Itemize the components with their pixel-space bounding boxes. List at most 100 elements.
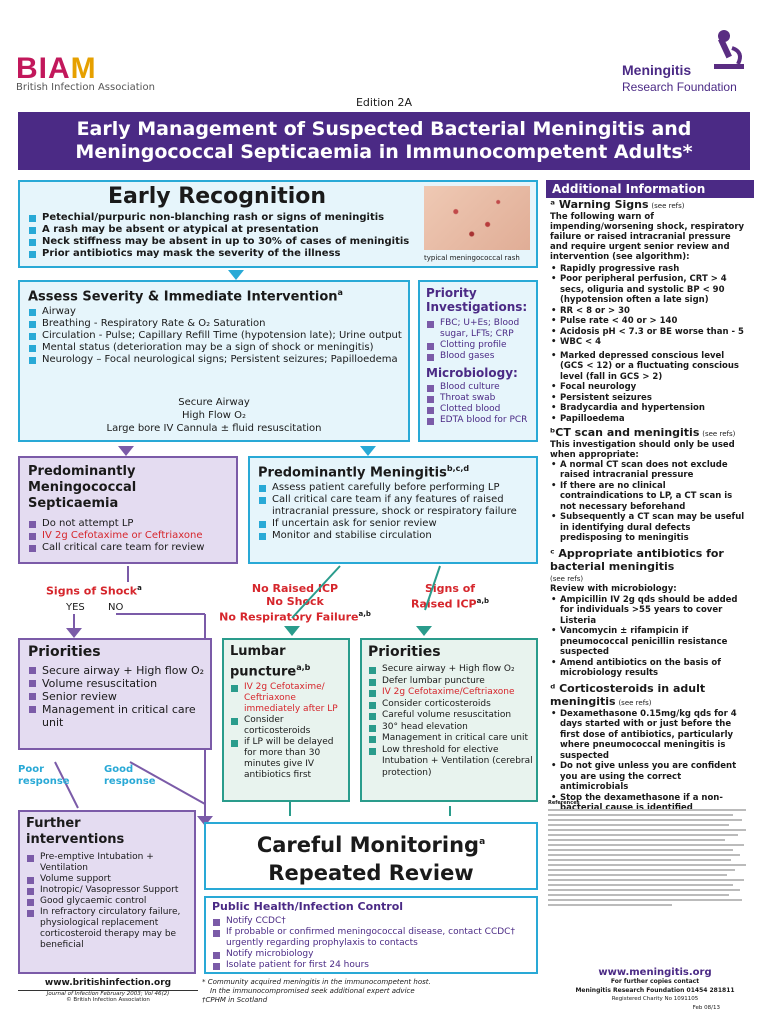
list-item: Neck stiffness may be absent in up to 30… bbox=[28, 236, 418, 248]
list-item: Throat swab bbox=[426, 393, 536, 404]
ct-scan-intro: This investigation should only be used w… bbox=[550, 439, 735, 460]
public-health-box: Public Health/Infection Control Notify C… bbox=[204, 896, 538, 974]
microbiology-heading: Microbiology: bbox=[426, 366, 518, 380]
mrf-subtitle: Research Foundation bbox=[622, 80, 737, 94]
contact-line-1: For further copies contact bbox=[610, 978, 700, 985]
biam-m-icon: M bbox=[70, 52, 96, 85]
list-item: Volume support bbox=[26, 874, 194, 885]
good-response-label: Good response bbox=[104, 764, 156, 787]
priority-investigations-box: Priority Investigations: FBC; U+Es; Bloo… bbox=[418, 280, 538, 442]
list-item: WBC < 4 bbox=[550, 337, 750, 348]
photo-caption: typical meningococcal rash bbox=[424, 254, 520, 262]
priorities-right-box: Priorities Secure airway + High flow O₂ … bbox=[360, 638, 538, 802]
list-item: Breathing - Respiratory Rate & O₂ Satura… bbox=[28, 318, 404, 330]
references: References bbox=[548, 800, 754, 964]
list-item: Blood gases bbox=[426, 351, 536, 362]
meningitis-list: Assess patient carefully before performi… bbox=[258, 482, 533, 542]
arrow-icon bbox=[416, 626, 432, 636]
list-item: Poor peripheral perfusion, CRT > 4 secs,… bbox=[550, 274, 750, 306]
list-item: Clotting profile bbox=[426, 340, 536, 351]
list-item: FBC; U+Es; Blood sugar, LFTs; CRP bbox=[426, 318, 536, 340]
antibiotics-see-refs: (see refs) bbox=[550, 574, 584, 583]
monitoring-line-1: Careful Monitoringa bbox=[256, 833, 486, 857]
list-item: Do not attempt LP bbox=[28, 518, 233, 530]
title-line-1: Early Management of Suspected Bacterial … bbox=[76, 118, 692, 140]
charity-number: Registered Charity No 1091105 bbox=[611, 996, 699, 1002]
priority-list: FBC; U+Es; Blood sugar, LFTs; CRP Clotti… bbox=[426, 318, 536, 362]
list-item: Good glycaemic control bbox=[26, 896, 194, 907]
warning-signs-intro: The following warn of impending/worsenin… bbox=[550, 211, 745, 262]
list-item: If there are no clinical contraindicatio… bbox=[550, 481, 750, 513]
list-item: IV 2g Cefotaxime/Ceftriaxone bbox=[368, 687, 536, 699]
footnote-2: In the immunocompromised seek additional… bbox=[210, 987, 415, 995]
mrf-logo: Meningitis Research Foundation bbox=[622, 28, 752, 98]
priorities-left-list: Secure airway + High flow O₂ Volume resu… bbox=[28, 664, 208, 729]
additional-info-panel: Additional Information ᵃ Warning Signs (… bbox=[546, 180, 754, 813]
copyright: © British Infection Association bbox=[66, 997, 150, 1003]
list-item: Inotropic/ Vasopressor Support bbox=[26, 885, 194, 896]
warning-signs-list: Rapidly progressive rash Poor peripheral… bbox=[550, 264, 750, 348]
early-recognition-box: Early Recognition Petechial/purpuric non… bbox=[18, 180, 538, 268]
list-item: Airway bbox=[28, 306, 404, 318]
arrow-icon bbox=[197, 816, 213, 826]
mrf-title: Meningitis bbox=[622, 62, 692, 78]
assess-heading: Assess Severity & Immediate Intervention… bbox=[28, 288, 343, 305]
corticosteroids-list: Dexamethasone 0.15mg/kg qds for 4 days s… bbox=[550, 709, 750, 814]
footnote-1: * Community acquired meningitis in the i… bbox=[202, 978, 431, 986]
list-item: 30° head elevation bbox=[368, 722, 536, 734]
further-interventions-box: Further interventions Pre-emptive Intuba… bbox=[18, 810, 196, 974]
arrow-icon bbox=[228, 270, 244, 280]
septicaemia-heading: Predominantly Meningococcal Septicaemia bbox=[28, 464, 137, 511]
list-item: Persistent seizures bbox=[550, 393, 750, 404]
list-item: Low threshold for elective Intubation + … bbox=[368, 745, 536, 780]
footnote-3: †CPHM in Scotland bbox=[202, 996, 268, 1004]
title-line-2: Meningococcal Septicaemia in Immunocompe… bbox=[75, 141, 693, 163]
list-item: If probable or confirmed meningococcal d… bbox=[212, 927, 534, 949]
document-code: Feb 08/13 bbox=[692, 1005, 720, 1011]
assess-secure-airway: Secure Airway bbox=[178, 397, 250, 408]
list-item: Mental status (deterioration may be a si… bbox=[28, 342, 404, 354]
careful-monitoring-box: Careful Monitoringa Repeated Review bbox=[204, 822, 538, 890]
list-item: Rapidly progressive rash bbox=[550, 264, 750, 275]
rash-photo bbox=[424, 186, 530, 250]
contact-line-2: Meningitis Research Foundation 01454 281… bbox=[575, 987, 735, 994]
references-body bbox=[548, 809, 754, 906]
list-item: Vancomycin ± rifampicin if pneumococcal … bbox=[550, 626, 750, 658]
shock-yes: YES bbox=[66, 602, 85, 613]
footer-left: www.britishinfection.org Journal of Infe… bbox=[18, 978, 198, 1003]
list-item: if LP will be delayed for more than 30 m… bbox=[230, 737, 348, 781]
list-item: Dexamethasone 0.15mg/kg qds for 4 days s… bbox=[550, 709, 750, 762]
list-item: In refractory circulatory failure, physi… bbox=[26, 907, 194, 951]
microbiology-list: Blood culture Throat swab Clotted blood … bbox=[426, 382, 536, 426]
list-item: Pre-emptive Intubation + Ventilation bbox=[26, 852, 194, 874]
journal-citation: Journal of Infection February 2003; Vol … bbox=[18, 990, 198, 997]
list-item: Volume resuscitation bbox=[28, 677, 208, 690]
meningitis-link[interactable]: www.meningitis.org bbox=[598, 967, 712, 978]
list-item: Isolate patient for first 24 hours bbox=[212, 960, 534, 971]
ct-scan-title: ᵇCT scan and meningitis (see refs) bbox=[550, 426, 736, 439]
lumbar-list: IV 2g Cefotaxime/ Ceftriaxone immediatel… bbox=[230, 682, 348, 781]
list-item: Neurology – Focal neurological signs; Pe… bbox=[28, 354, 404, 366]
lumbar-puncture-box: Lumbar puncturea,b IV 2g Cefotaxime/ Cef… bbox=[222, 638, 350, 802]
further-heading: Further interventions bbox=[26, 816, 125, 847]
priorities-right-heading: Priorities bbox=[368, 644, 441, 660]
assess-cannula: Large bore IV Cannula ± fluid resuscitat… bbox=[106, 423, 322, 434]
list-item: Stop the dexamethasone if a non-bacteria… bbox=[550, 793, 750, 814]
list-item: Management in critical care unit bbox=[28, 703, 208, 729]
public-health-heading: Public Health/Infection Control bbox=[212, 900, 404, 913]
list-item: Acidosis pH < 7.3 or BE worse than - 5 bbox=[550, 327, 750, 338]
list-item: Secure airway + High flow O₂ bbox=[368, 664, 536, 676]
list-item: Senior review bbox=[28, 690, 208, 703]
list-item: Consider corticosteroids bbox=[230, 715, 348, 737]
antibiotics-list: Ampicillin IV 2g qds should be added for… bbox=[550, 595, 750, 679]
biam-subtitle: British Infection Association bbox=[16, 82, 155, 93]
septicaemia-list: Do not attempt LP IV 2g Cefotaxime or Ce… bbox=[28, 518, 233, 554]
list-item: Notify CCDC† bbox=[212, 916, 534, 927]
arrow-icon bbox=[118, 446, 134, 456]
ct-scan-list: A normal CT scan does not exclude raised… bbox=[550, 460, 750, 544]
meningitis-box: Predominantly Meningitisb,c,d Assess pat… bbox=[248, 456, 538, 564]
early-recognition-heading: Early Recognition bbox=[108, 184, 327, 209]
list-item: Careful volume resuscitation bbox=[368, 710, 536, 722]
britishinfection-link[interactable]: www.britishinfection.org bbox=[44, 978, 172, 988]
list-item: Petechial/purpuric non-blanching rash or… bbox=[28, 212, 418, 224]
